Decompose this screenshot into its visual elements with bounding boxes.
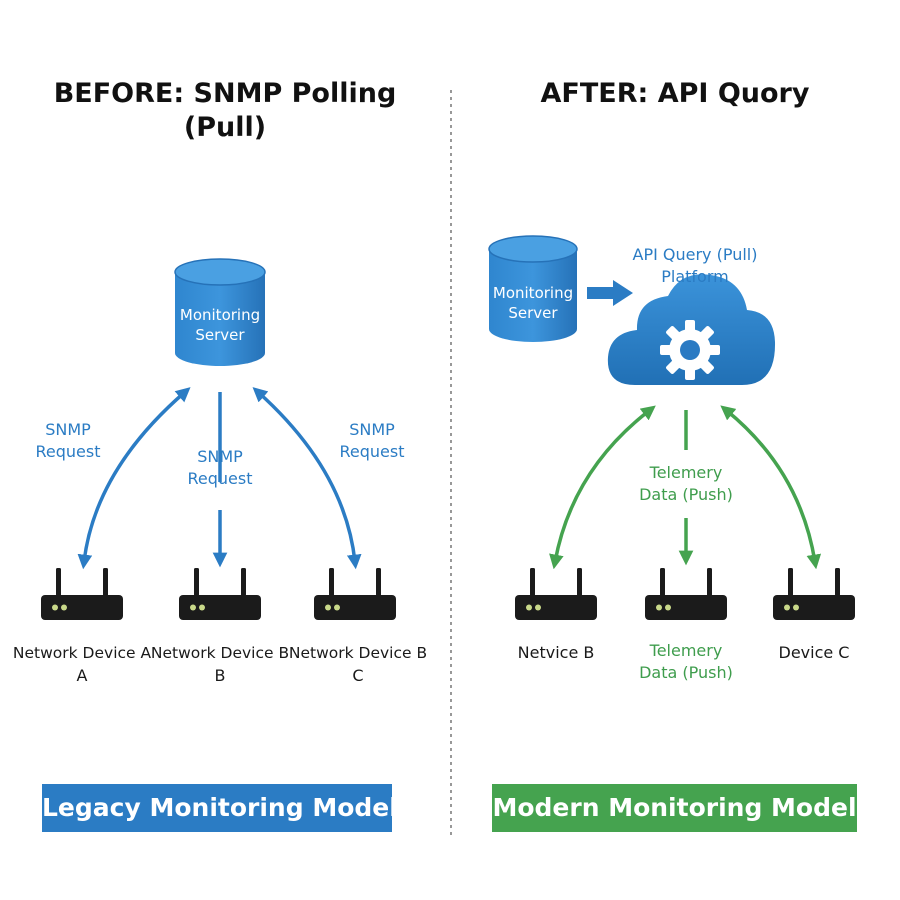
right-server-label-line2: Server: [508, 304, 558, 322]
left-arrow-device-c: [252, 387, 362, 570]
right-router-icon-b: [515, 568, 597, 620]
left-request-label-a-line1: SNMP: [45, 420, 91, 439]
left-device-c-label: Network Device B: [288, 644, 428, 662]
left-request-label-c-line2: Request: [339, 442, 405, 461]
server-to-cloud-arrow: [587, 280, 633, 306]
left-request-label-c-line1: SNMP: [349, 420, 395, 439]
left-router-icon-b: [179, 568, 261, 620]
left-device-a-sublabel: A: [76, 666, 88, 685]
right-device-center-label-line2: Data (Push): [639, 663, 733, 682]
left-router-icon-a: [41, 568, 123, 620]
modern-model-banner: Modern Monitoring Model: [492, 784, 857, 832]
right-server-label-line1: Monitoring: [492, 284, 574, 302]
left-device-b-sublabel: B: [214, 666, 226, 685]
legacy-model-banner: Legacy Monitoring Model: [42, 784, 398, 832]
left-device-c-sublabel: C: [352, 666, 364, 685]
left-request-label-b-line2: Request: [187, 469, 253, 488]
left-title-line1: BEFORE: SNMP Polling: [53, 78, 397, 109]
left-device-a-label: Network Device A: [12, 644, 152, 662]
left-request-label-b-line1: SNMP: [197, 447, 243, 466]
platform-label-line1: API Query (Pull): [632, 245, 758, 264]
right-router-icon-c: [773, 568, 855, 620]
left-request-label-a-line2: Request: [35, 442, 101, 461]
right-device-center-label-line1: Telemery: [649, 641, 723, 660]
gear-icon: [660, 320, 720, 380]
left-arrow-device-a: [77, 387, 191, 570]
right-title: AFTER: API Quory: [540, 78, 810, 109]
telemetry-label-line1: Telemery: [649, 463, 723, 482]
right-device-c-label: Device C: [778, 643, 850, 662]
right-arrow-device-c: [720, 405, 822, 570]
left-server-cylinder: [174, 258, 266, 366]
right-device-b-label: Netvice B: [517, 643, 595, 662]
left-server-label-line1: Monitoring: [179, 306, 261, 324]
left-device-b-label: Network Device B: [150, 644, 290, 662]
right-router-icon-center: [645, 568, 727, 620]
left-server-label-line2: Server: [195, 326, 245, 344]
left-title-line2: (Pull): [183, 112, 267, 143]
right-arrow-device-b: [549, 405, 656, 570]
platform-label-line2: Platform: [661, 267, 729, 286]
telemetry-label-line2: Data (Push): [639, 485, 733, 504]
right-server-cylinder: [488, 235, 578, 342]
left-router-icon-c: [314, 568, 396, 620]
